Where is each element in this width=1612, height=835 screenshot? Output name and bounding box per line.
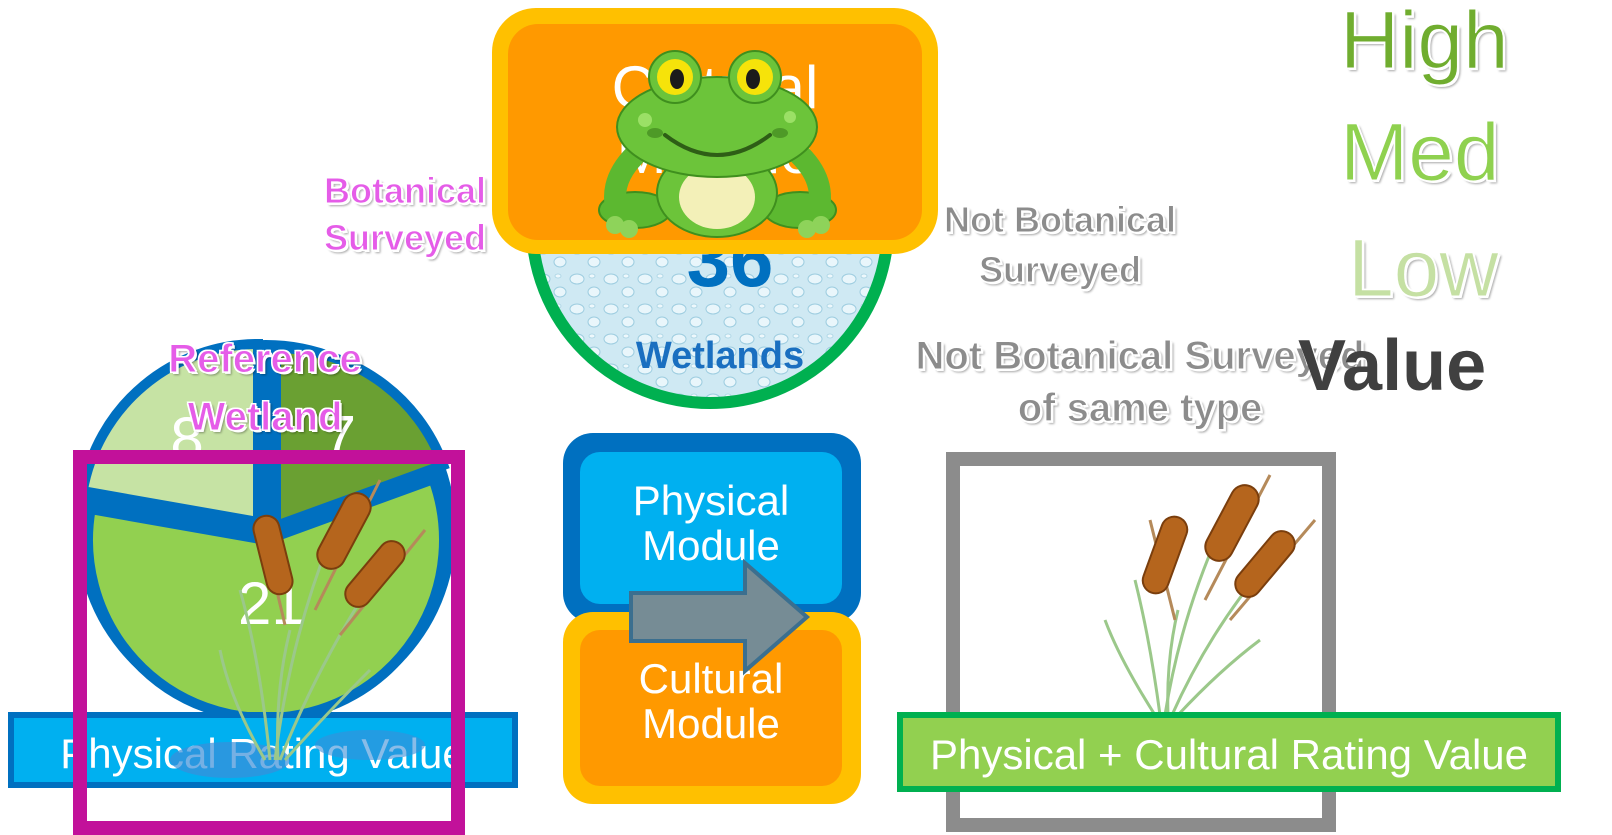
botanical-surveyed-line2: Surveyed <box>323 216 487 258</box>
arrow-right-icon <box>629 558 811 676</box>
botanical-surveyed-label: Botanical Surveyed <box>300 168 510 262</box>
cultural-module-bottom-box: Cultural Module <box>580 630 842 786</box>
reference-wetland-line1: Reference <box>168 337 362 382</box>
cattail-icon <box>170 479 427 778</box>
wetlands-label: Wetlands <box>635 335 805 377</box>
combined-rating-bar: Physical + Cultural Rating Value <box>897 712 1561 792</box>
pie-slice-8 <box>76 338 263 528</box>
cattail-icon-right <box>1103 474 1317 717</box>
reference-wetland-label: Reference Wetland <box>130 330 400 446</box>
reference-wetland-line2: Wetland <box>187 395 343 440</box>
value-low: Low <box>1348 223 1499 314</box>
not-botanical-surveyed-line1: Not Botanical <box>943 198 1176 240</box>
cultural-module-bottom-line1: Cultural <box>638 655 784 702</box>
not-botanical-same-type-line1: Not Botanical Surveyed <box>915 334 1365 379</box>
botanical-surveyed-line1: Botanical <box>323 170 487 212</box>
not-botanical-same-type-line2: of same type <box>1017 386 1263 431</box>
value-high: High <box>1340 0 1510 86</box>
physical-module-line2: Module <box>642 522 780 570</box>
frog-icon <box>598 50 837 238</box>
physical-module-box: Physical Module <box>580 452 842 604</box>
pie-slice-7 <box>271 342 450 534</box>
value-med: Med <box>1340 107 1501 198</box>
not-botanical-same-type-label: Not Botanical Surveyed of same type <box>870 330 1410 434</box>
not-botanical-surveyed-line2: Surveyed <box>978 249 1142 291</box>
combined-rating-label: Physical + Cultural Rating Value <box>929 731 1529 778</box>
cultural-module-bottom-line2: Module <box>642 700 780 748</box>
value-label: Value <box>1298 326 1487 406</box>
not-botanical-surveyed-label: Not Botanical Surveyed <box>910 195 1210 296</box>
physical-module-line1: Physical <box>632 477 790 524</box>
